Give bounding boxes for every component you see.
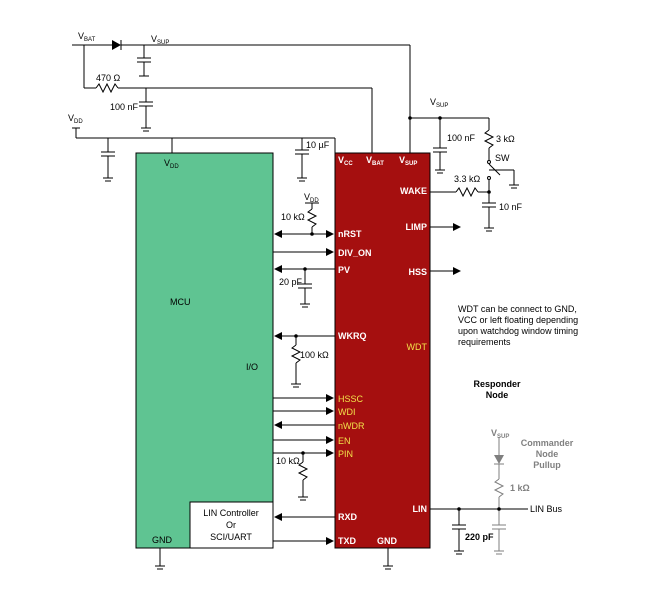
pin-limp: LIMP <box>406 222 428 232</box>
vdd-rail <box>72 127 336 182</box>
resistor-470-icon <box>95 82 119 94</box>
pin-vsup: VSUP <box>399 155 417 167</box>
r-470-label: 470 Ω <box>96 73 121 83</box>
nrst-pullup <box>305 202 319 236</box>
commander-pullup <box>492 437 506 555</box>
c-220p-label: 220 pF <box>465 532 494 542</box>
wdt-note-line4: requirements <box>458 337 511 347</box>
r-1k-label: 1 kΩ <box>510 483 530 493</box>
wdt-note-line2: VCC or left floating depending <box>458 315 578 325</box>
pin-div-on: DIV_ON <box>338 248 372 258</box>
pin-wkrq: WKRQ <box>338 331 367 341</box>
lin-controller-block <box>189 501 274 549</box>
mcu-block <box>135 152 274 549</box>
r-3k3-label: 3.3 kΩ <box>454 174 481 184</box>
pin-hssc: HSSC <box>338 394 364 404</box>
pin-txd: TXD <box>338 536 357 546</box>
c-20p-label: 20 pF <box>279 277 303 287</box>
pin-pin: PIN <box>338 449 353 459</box>
pin-lin: LIN <box>413 504 428 514</box>
signal-nets <box>273 230 335 545</box>
responder-label-2: Node <box>486 390 509 400</box>
r-3k-label: 3 kΩ <box>496 134 515 144</box>
lin-controller-line2: Or <box>226 520 236 530</box>
commander-label-2: Node <box>536 449 559 459</box>
c-100n-top-label: 100 nF <box>110 102 139 112</box>
pin-pv: PV <box>338 265 350 275</box>
c-100n-right-label: 100 nF <box>447 133 476 143</box>
pin-nrst: nRST <box>338 229 362 239</box>
pin-pulldown <box>297 451 309 501</box>
lin-controller-line1: LIN Controller <box>203 508 259 518</box>
mcu-gnd-label: GND <box>152 535 173 545</box>
pin-gnd: GND <box>377 536 398 546</box>
wdt-note-line1: WDT can be connect to GND, <box>458 304 577 314</box>
mcu-name: MCU <box>170 297 191 307</box>
lin-bus-net <box>430 507 528 555</box>
lin-bus-label: LIN Bus <box>530 504 563 514</box>
wkrq-pulldown <box>290 334 302 388</box>
r-10k-pin-label: 10 kΩ <box>276 456 300 466</box>
diode-icon <box>112 40 121 50</box>
vbat-supply-rail <box>72 40 411 153</box>
vbat-label: VBAT <box>78 31 96 43</box>
commander-diode-icon <box>494 455 504 464</box>
vsup-right-label: VSUP <box>430 97 448 109</box>
wake-network <box>408 116 519 232</box>
r-100k-label: 100 kΩ <box>300 350 329 360</box>
pin-nwdr: nWDR <box>338 421 365 431</box>
responder-label-1: Responder <box>473 379 521 389</box>
c-10u-label: 10 µF <box>306 140 330 150</box>
pin-wdt: WDT <box>407 342 428 352</box>
pin-rxd: RXD <box>338 512 358 522</box>
pin-en: EN <box>338 436 351 446</box>
lin-controller-line3: SCI/UART <box>210 532 252 542</box>
commander-label-1: Commander <box>521 438 574 448</box>
vdd-pullup-label: VDD <box>304 192 319 204</box>
mcu-vdd-label: VDD <box>164 158 179 170</box>
mcu-io-label: I/O <box>246 362 258 372</box>
wdt-note-line3: upon watchdog window timing <box>458 326 578 336</box>
c-10n-label: 10 nF <box>499 202 523 212</box>
pin-wdi: WDI <box>338 407 356 417</box>
pv-cap <box>298 267 312 308</box>
commander-label-3: Pullup <box>533 460 561 470</box>
pin-wake: WAKE <box>400 186 427 196</box>
vdd-left-label: VDD <box>68 113 83 125</box>
vsup-top-label: VSUP <box>151 34 169 46</box>
r-10k-rst-label: 10 kΩ <box>281 212 305 222</box>
sw-label: SW <box>495 153 510 163</box>
pin-vbat: VBAT <box>366 155 384 167</box>
pin-hss: HSS <box>408 267 427 277</box>
vsup-commander-label: VSUP <box>491 428 509 440</box>
lin-transceiver-block <box>334 152 431 549</box>
pin-vcc: VCC <box>338 155 353 167</box>
